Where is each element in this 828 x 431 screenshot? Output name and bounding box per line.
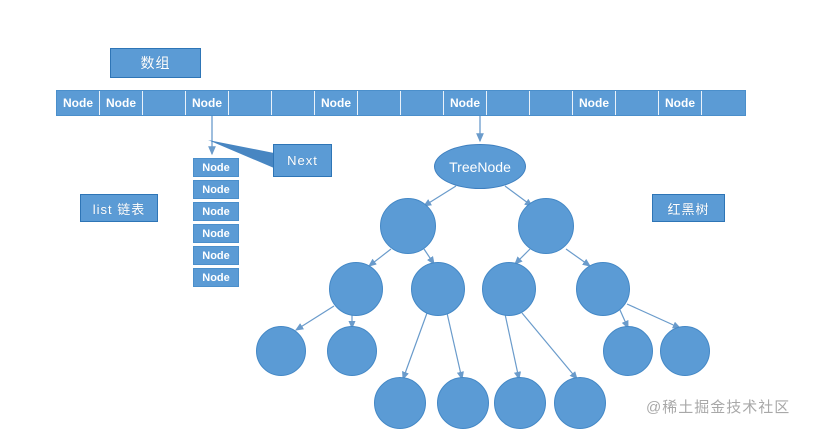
tree-node-circle[interactable] (554, 377, 606, 429)
list-node[interactable]: Node (193, 158, 239, 177)
tree-node-circle[interactable] (603, 326, 653, 376)
array-cell[interactable] (401, 91, 444, 115)
tree-node-circle[interactable] (660, 326, 710, 376)
list-node[interactable]: Node (193, 180, 239, 199)
array-cell[interactable]: Node (186, 91, 229, 115)
array-cell[interactable] (143, 91, 186, 115)
tree-edge (626, 303, 682, 329)
tree-edge (402, 312, 428, 381)
label-next: Next (273, 144, 332, 177)
array-strip: Node Node Node Node Node Node Node (56, 90, 746, 116)
tree-edge (446, 312, 464, 381)
tree-edge (514, 248, 531, 265)
tree-edge (294, 305, 335, 331)
list-node[interactable]: Node (193, 268, 239, 287)
linked-list: Node Node Node Node Node Node (193, 158, 239, 290)
array-cell[interactable]: Node (444, 91, 487, 115)
tree-node-circle[interactable] (327, 326, 377, 376)
list-node[interactable]: Node (193, 246, 239, 265)
tree-node-circle[interactable] (380, 198, 436, 254)
array-cell[interactable] (358, 91, 401, 115)
array-cell[interactable] (487, 91, 530, 115)
label-linked-list: list 链表 (80, 194, 158, 222)
list-node[interactable]: Node (193, 202, 239, 221)
tree-edge (565, 248, 591, 267)
tree-edge (504, 313, 522, 381)
tree-node-circle[interactable] (576, 262, 630, 316)
tree-node-circle[interactable] (374, 377, 426, 429)
array-cell[interactable] (702, 91, 745, 115)
tree-edge (521, 312, 578, 380)
array-cell[interactable]: Node (57, 91, 100, 115)
array-cell[interactable]: Node (100, 91, 143, 115)
array-cell[interactable] (229, 91, 272, 115)
tree-node-circle[interactable] (494, 377, 546, 429)
tree-edge (368, 248, 392, 267)
tree-node-circle[interactable] (437, 377, 489, 429)
array-cell[interactable] (530, 91, 573, 115)
treenode-ellipse[interactable]: TreeNode (434, 144, 526, 189)
label-array: 数组 (110, 48, 201, 78)
array-cell[interactable]: Node (315, 91, 358, 115)
label-red-black-tree: 红黑树 (652, 194, 725, 222)
array-cell[interactable] (272, 91, 315, 115)
tree-node-circle[interactable] (329, 262, 383, 316)
watermark: @稀土掘金技术社区 (646, 399, 791, 416)
tree-node-circle[interactable] (482, 262, 536, 316)
tree-node-circle[interactable] (411, 262, 465, 316)
array-cell[interactable]: Node (659, 91, 702, 115)
tree-edge (422, 185, 457, 207)
list-node[interactable]: Node (193, 224, 239, 243)
tree-node-circle[interactable] (256, 326, 306, 376)
array-cell[interactable] (616, 91, 659, 115)
array-cell[interactable]: Node (573, 91, 616, 115)
tree-node-circle[interactable] (518, 198, 574, 254)
